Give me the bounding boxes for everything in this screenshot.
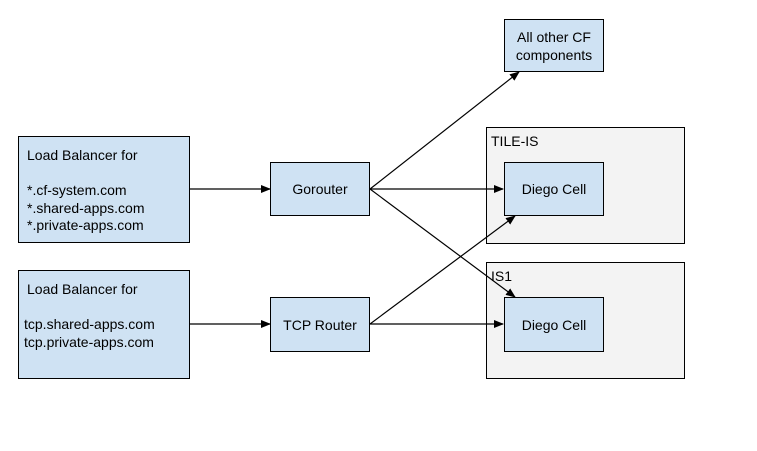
group-title-tile-is: TILE-IS bbox=[491, 133, 539, 149]
domain-tcp-private-apps: tcp.private-apps.com bbox=[24, 333, 154, 350]
load-balancer-http-title: Load Balancer for bbox=[27, 147, 138, 163]
domain-shared-apps: *.shared-apps.com bbox=[27, 199, 145, 216]
arrow-tcp-router-to-diego-cell-tile-is bbox=[369, 215, 516, 325]
gorouter-node: Gorouter bbox=[270, 162, 370, 216]
diego-cell-tile-is: Diego Cell bbox=[504, 162, 604, 216]
diego-cell-is1-label: Diego Cell bbox=[521, 316, 587, 333]
domain-tcp-shared-apps: tcp.shared-apps.com bbox=[24, 316, 155, 332]
load-balancer-http: Load Balancer for *.cf-system.com *.shar… bbox=[18, 136, 190, 243]
tcp-router-node: TCP Router bbox=[270, 297, 370, 352]
load-balancer-tcp-title: Load Balancer for bbox=[27, 281, 138, 297]
gorouter-label: Gorouter bbox=[292, 181, 348, 197]
diego-cell-is1: Diego Cell bbox=[504, 297, 604, 352]
diego-cell-tile-is-label: Diego Cell bbox=[521, 181, 587, 197]
cf-components-node: All other CF components bbox=[504, 19, 604, 72]
group-title-is1: IS1 bbox=[491, 268, 513, 284]
arrow-gorouter-to-diego-cell-is1 bbox=[369, 188, 516, 298]
arrow-gorouter-to-cf-components bbox=[369, 71, 520, 190]
domain-cf-system: *.cf-system.com bbox=[27, 182, 127, 198]
load-balancer-tcp: Load Balancer for tcp.shared-apps.com tc… bbox=[18, 270, 190, 379]
tcp-router-label: TCP Router bbox=[283, 316, 357, 333]
domain-private-apps: *.private-apps.com bbox=[27, 217, 144, 233]
cf-components-label-line-2: components bbox=[515, 46, 593, 63]
cf-components-label-line-1: All other CF bbox=[517, 28, 591, 45]
